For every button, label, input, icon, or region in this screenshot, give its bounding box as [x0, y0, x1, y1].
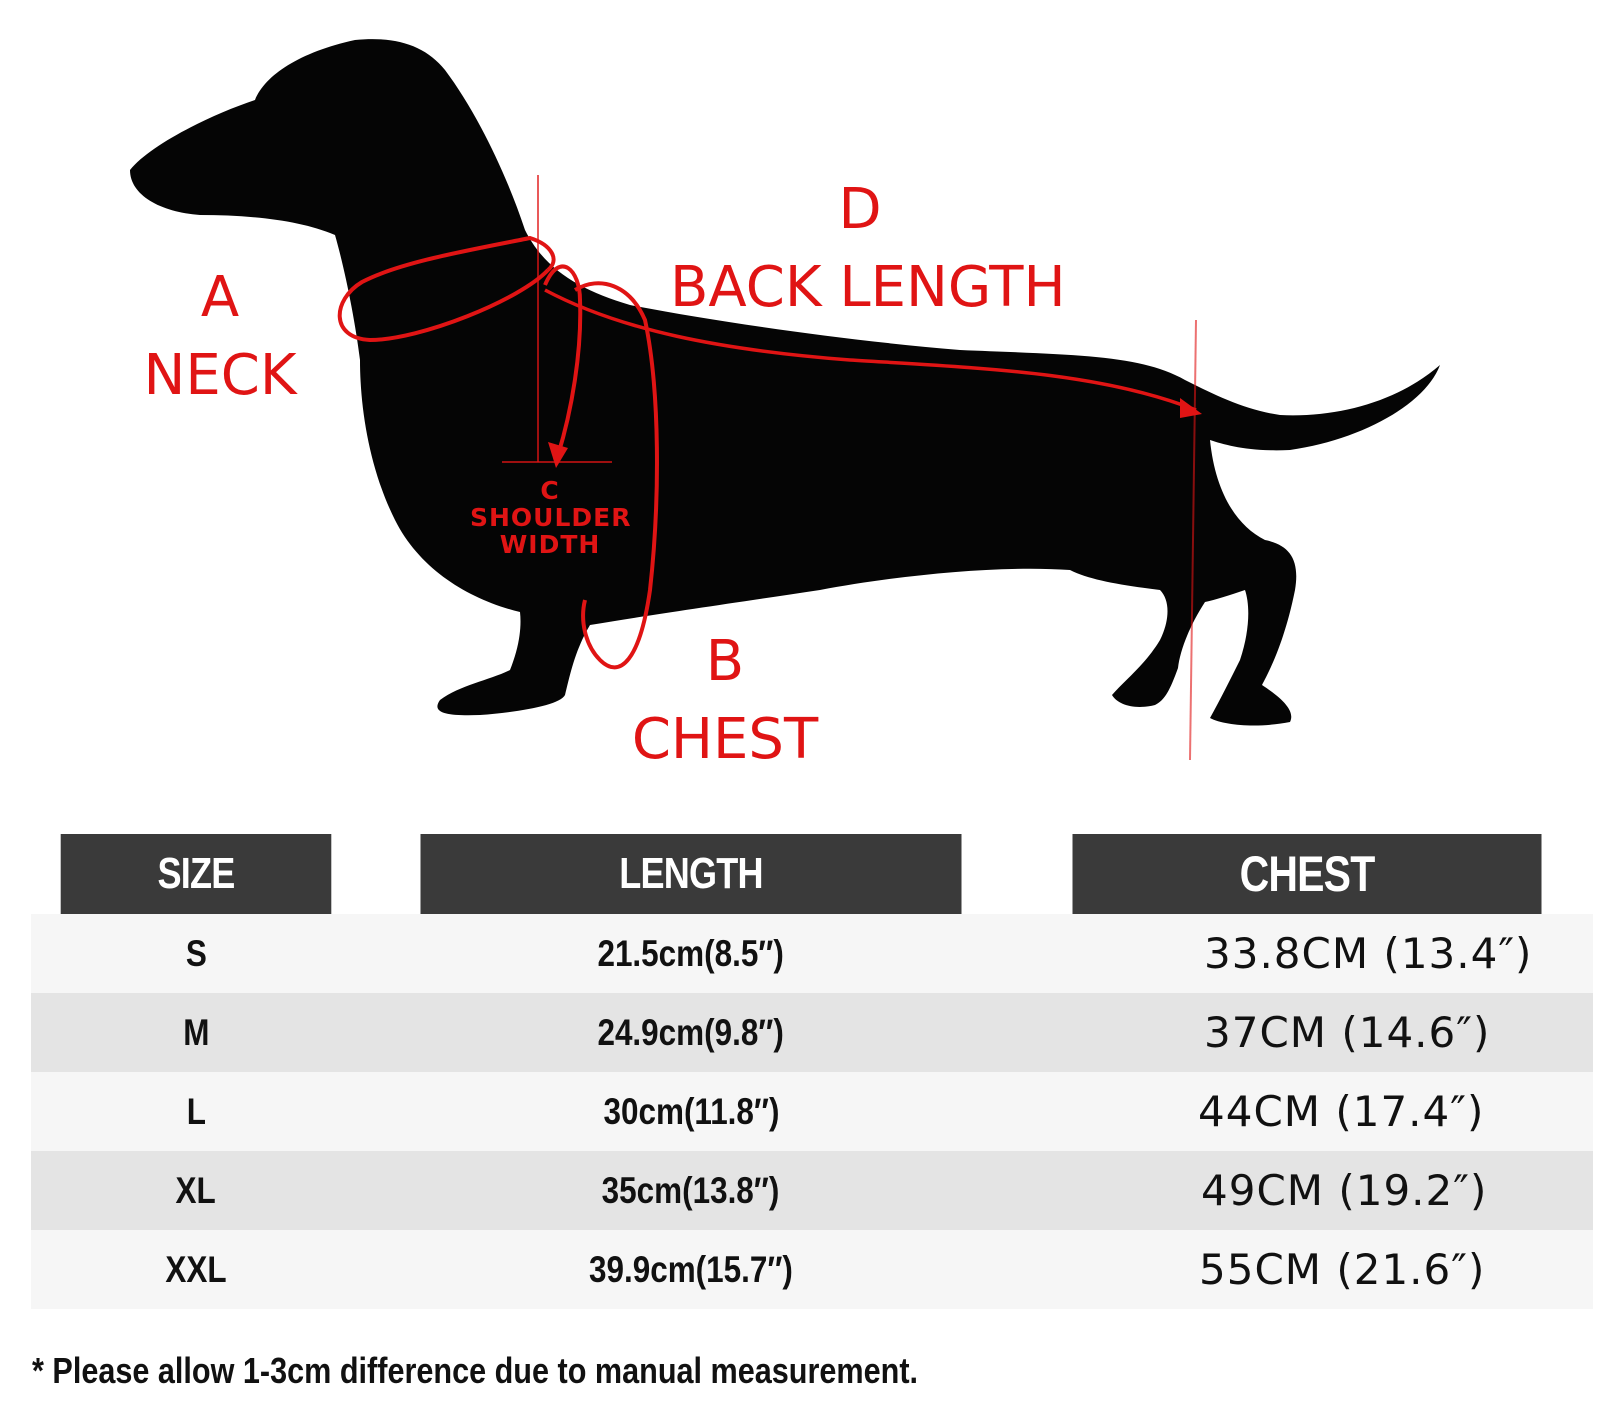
- back-length-label-letter: D: [838, 177, 882, 242]
- chest-label-letter: B: [705, 629, 745, 694]
- table-row: XXL 39.9cm(15.7″) 55CM (21.6″): [31, 1230, 1593, 1309]
- table-row: S 21.5cm(8.5″) 33.8CM (13.4″): [31, 914, 1593, 993]
- cell-size: S: [31, 914, 361, 993]
- measurement-footnote: * Please allow 1-3cm difference due to m…: [32, 1350, 919, 1391]
- back-end-vertical-guide: [1189, 319, 1197, 761]
- neck-label: A NECK: [140, 270, 300, 404]
- cell-size: L: [31, 1072, 361, 1151]
- cell-length: 35cm(13.8″): [361, 1151, 1021, 1230]
- measurement-diagram: A NECK D BACK LENGTH C SHOULDER WIDTH B …: [130, 39, 1440, 768]
- chest-measure-loop: [573, 281, 659, 670]
- table-header-row: SIZE LENGTH CHEST: [31, 834, 1593, 914]
- neck-label-name: NECK: [143, 343, 297, 408]
- shoulder-label: C SHOULDER WIDTH: [470, 476, 632, 559]
- header-chest: CHEST: [1072, 834, 1542, 914]
- cell-length: 21.5cm(8.5″): [361, 914, 1021, 993]
- table-row: M 24.9cm(9.8″) 37CM (14.6″): [31, 993, 1593, 1072]
- cell-length: 39.9cm(15.7″): [361, 1230, 1021, 1309]
- table-row: L 30cm(11.8″) 44CM (17.4″): [31, 1072, 1593, 1151]
- cell-chest: 55CM (21.6″): [1021, 1230, 1593, 1309]
- back-length-label: D BACK LENGTH: [670, 177, 1066, 320]
- size-chart-table: SIZE LENGTH CHEST S 21.5cm(8.5″) 33.8CM …: [31, 834, 1593, 1309]
- cell-size: M: [31, 993, 361, 1072]
- cell-chest: 33.8CM (13.4″): [1021, 914, 1593, 993]
- table-row: XL 35cm(13.8″) 49CM (19.2″): [31, 1151, 1593, 1230]
- back-length-measure-line: [544, 288, 1197, 412]
- chest-label-name: CHEST: [631, 707, 819, 772]
- dachshund-silhouette: [130, 39, 1440, 726]
- neck-label-letter: A: [200, 265, 240, 330]
- shoulder-arrow-head: [548, 442, 568, 468]
- back-length-arrow-head: [1180, 398, 1202, 418]
- cell-size: XXL: [31, 1230, 361, 1309]
- header-length: LENGTH: [420, 834, 962, 914]
- shoulder-label-line1: SHOULDER: [470, 503, 632, 532]
- back-length-label-name: BACK LENGTH: [670, 255, 1066, 320]
- header-size: SIZE: [60, 834, 332, 914]
- neck-measure-loop: [337, 235, 556, 343]
- cell-length: 30cm(11.8″): [361, 1072, 1021, 1151]
- dachshund-silhouette-illustration: [130, 39, 1440, 761]
- cell-chest: 44CM (17.4″): [1021, 1072, 1593, 1151]
- shoulder-label-line2: WIDTH: [499, 530, 601, 559]
- cell-length: 24.9cm(9.8″): [361, 993, 1021, 1072]
- shoulder-label-letter: C: [540, 476, 560, 505]
- cell-chest: 49CM (19.2″): [1021, 1151, 1593, 1230]
- cell-size: XL: [31, 1151, 361, 1230]
- chest-label: B CHEST: [630, 634, 820, 768]
- cell-chest: 37CM (14.6″): [1021, 993, 1593, 1072]
